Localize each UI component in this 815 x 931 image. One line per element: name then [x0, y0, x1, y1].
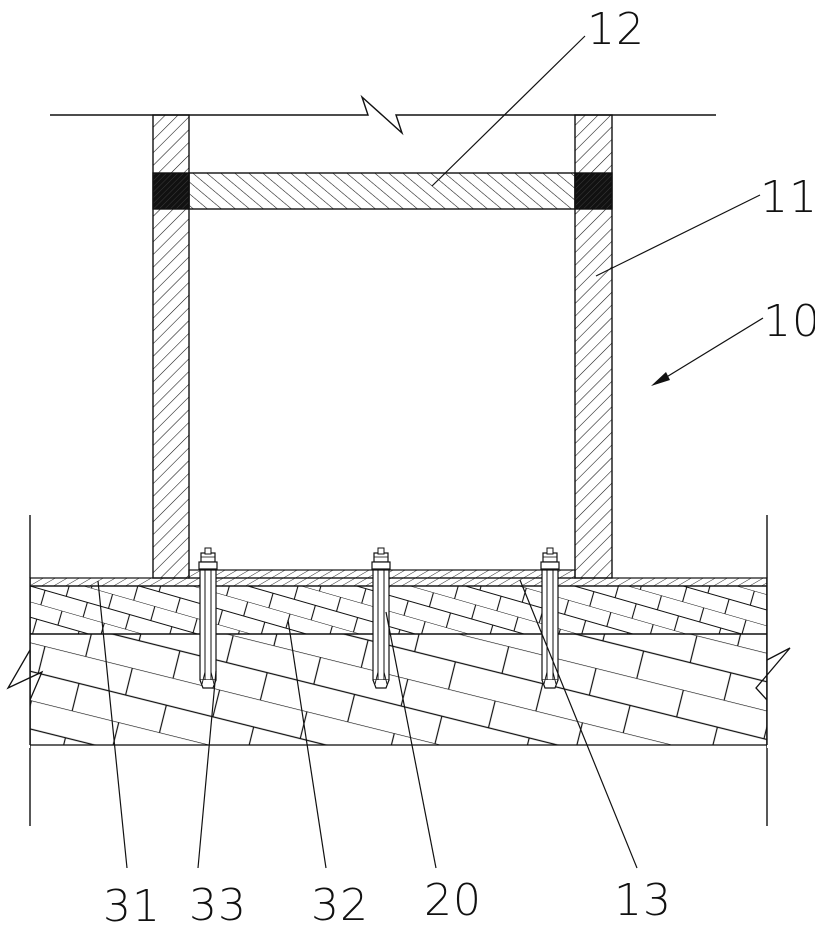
label-base-plate: 13	[614, 875, 672, 926]
frame	[153, 115, 612, 578]
upper-layer	[30, 586, 767, 634]
leader-side-wall	[596, 195, 760, 276]
top-break-line	[50, 97, 716, 133]
label-side-wall: 11	[760, 172, 815, 223]
right-joint-block	[575, 173, 612, 209]
left-joint-block	[153, 173, 189, 209]
leader-cross-beam	[432, 36, 585, 186]
label-upper-layer: 32	[311, 880, 369, 931]
screed-layer	[30, 578, 767, 586]
label-lower-layer: 33	[189, 880, 247, 931]
label-anchor-bolt: 20	[424, 875, 482, 926]
anchor-bolt	[541, 548, 559, 688]
label-screed-layer: 31	[103, 881, 161, 931]
lower-layer	[30, 634, 767, 745]
frame-arrow-head	[651, 372, 670, 386]
label-cross-beam: 12	[587, 4, 645, 55]
label-frame: 10	[763, 296, 815, 347]
reference-numerals: 12 11 10 31 33 32 20 13	[103, 4, 815, 931]
anchor-bolt	[199, 548, 217, 688]
leader-frame	[660, 318, 763, 381]
ground-layers	[0, 515, 815, 826]
cross-beam	[189, 173, 575, 209]
